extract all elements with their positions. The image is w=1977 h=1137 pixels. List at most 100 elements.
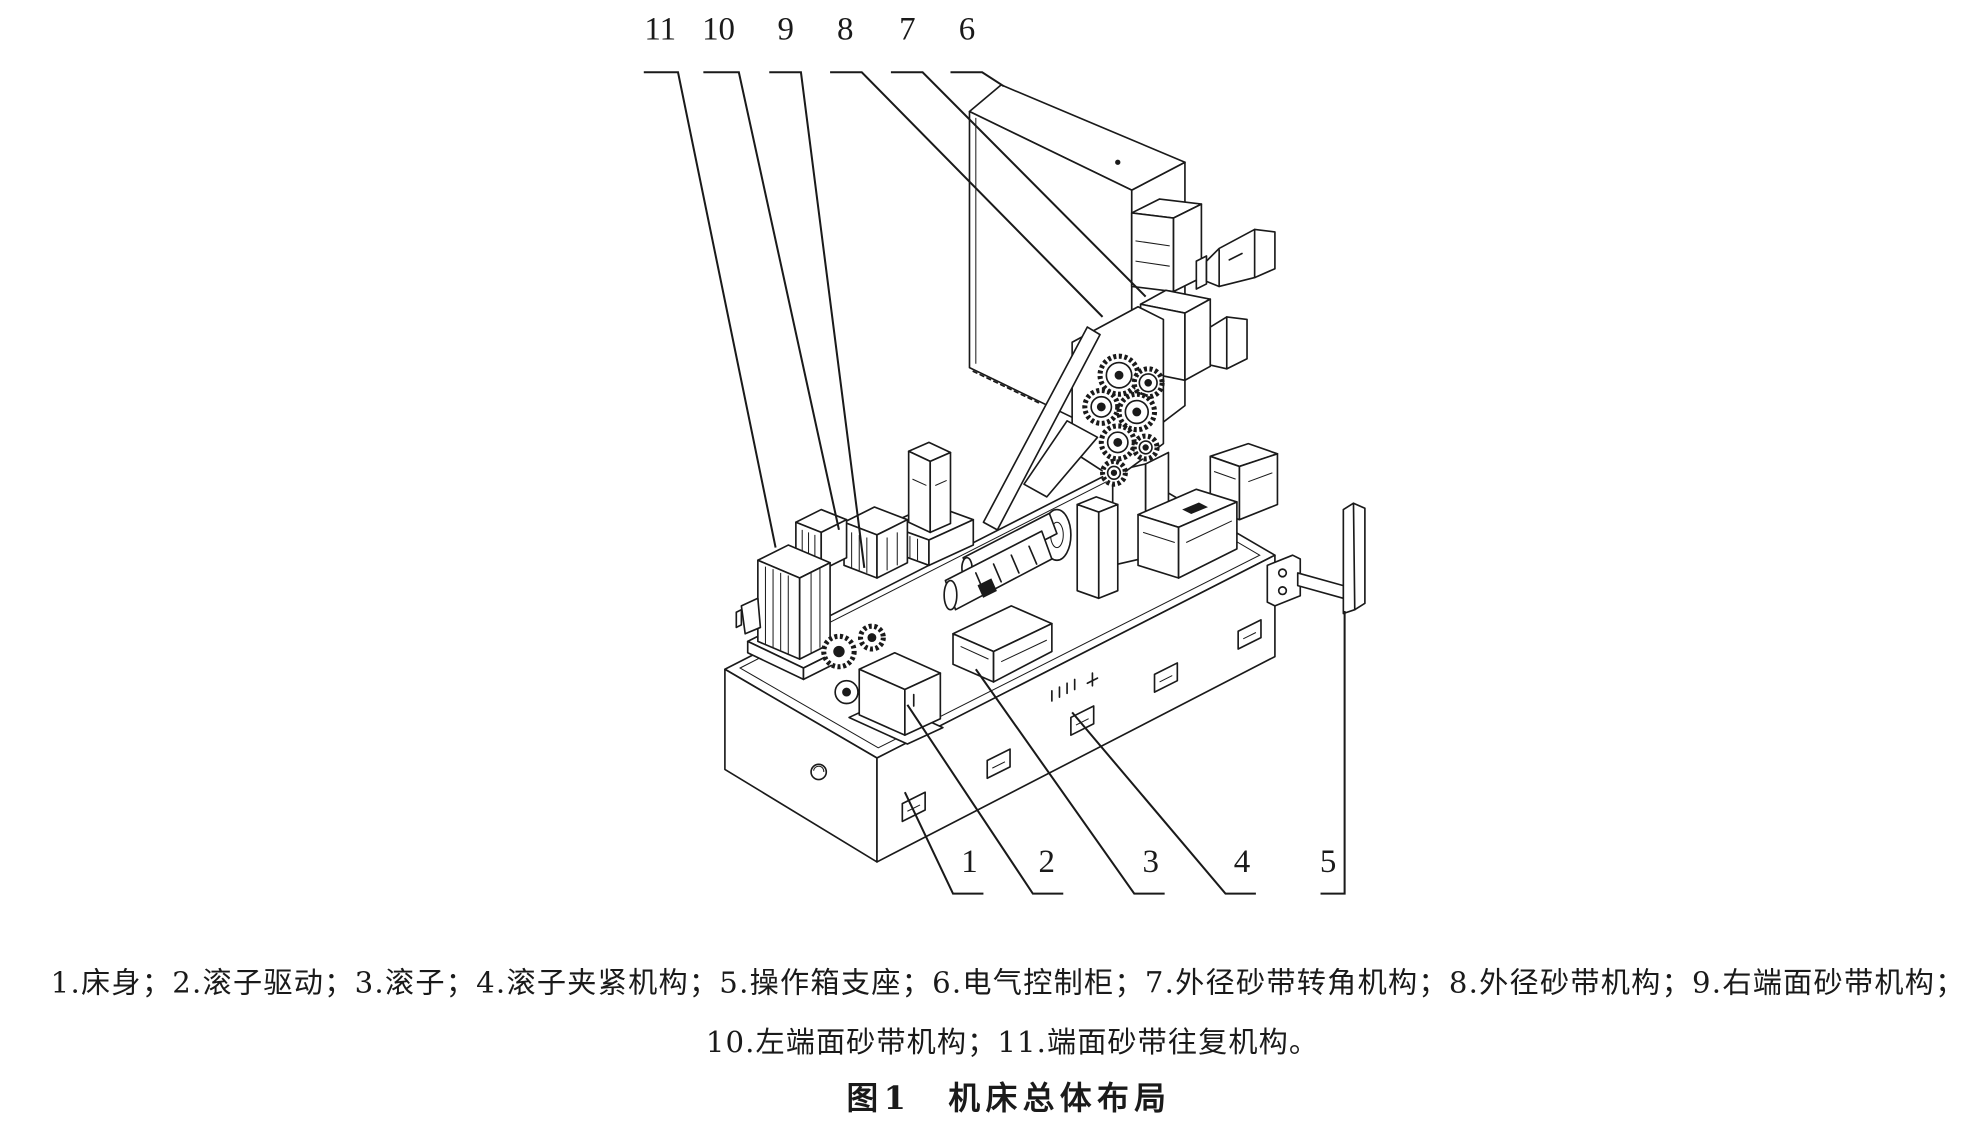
tower-stripes xyxy=(764,566,821,655)
unit-detail xyxy=(1213,471,1273,483)
gear-hub xyxy=(1096,402,1106,412)
leader-line-7 xyxy=(890,71,1147,298)
leader-lines xyxy=(643,71,1346,895)
nameplate-mark xyxy=(1051,672,1099,702)
pulley-hub xyxy=(833,645,845,658)
bed-nameplate xyxy=(1051,672,1099,702)
leader-line-8 xyxy=(830,71,1104,318)
gear-hub xyxy=(1132,407,1142,417)
callout-label-8: 8 xyxy=(837,11,853,47)
drive-box-side xyxy=(1184,298,1212,382)
post-front xyxy=(1076,503,1100,600)
clamp-side xyxy=(992,622,1053,683)
end-face-belt-reciprocating-unit xyxy=(735,544,843,681)
bed-end-port-detail xyxy=(813,765,825,773)
support-arm xyxy=(1296,572,1345,600)
unit-side xyxy=(876,518,909,579)
leader-line-11 xyxy=(643,71,777,548)
figure-caption: 1.床身；2.滚子驱动；3.滚子；4.滚子夹紧机构；5.操作箱支座；6.电气控制… xyxy=(51,965,1965,1117)
clamp-detail xyxy=(960,639,1048,663)
belt-arm-plate xyxy=(1023,420,1099,498)
bed-window xyxy=(901,791,926,823)
callout-label-1: 1 xyxy=(961,844,977,880)
callout-label-11: 11 xyxy=(644,11,676,47)
callout-labels: 11 10 9 8 7 6 1 2 3 4 5 xyxy=(644,11,1336,880)
leader-line-4 xyxy=(1071,711,1256,895)
abrasive-belt xyxy=(982,326,1101,531)
outer-belt-turning-mechanism xyxy=(1130,198,1276,293)
base-side xyxy=(928,518,975,567)
leader-line-6 xyxy=(950,71,1005,88)
drive-motor xyxy=(1209,316,1248,370)
figure-title: 图1 机床总体布局 xyxy=(847,1080,1166,1117)
bracket-bolt xyxy=(1277,568,1288,578)
roller-drive xyxy=(834,651,944,745)
leader-line-1 xyxy=(903,791,984,895)
gear xyxy=(1116,391,1158,433)
legend-line-1: 1.床身；2.滚子驱动；3.滚子；4.滚子夹紧机构；5.操作箱支座；6.电气控制… xyxy=(51,965,1965,999)
bed-window-detail xyxy=(907,632,1257,812)
bed-window xyxy=(1070,705,1095,737)
callout-label-9: 9 xyxy=(777,11,793,47)
support-post-edge xyxy=(1352,502,1356,611)
legend-line-2: 10.左端面砂带机构；11.端面砂带往复机构。 xyxy=(706,1025,1318,1059)
post-side xyxy=(1097,503,1119,600)
cabinet-vent xyxy=(972,370,1041,404)
callout-label-3: 3 xyxy=(1142,844,1158,880)
gear xyxy=(1131,366,1165,400)
roller-front-end xyxy=(943,579,958,611)
leader-line-2 xyxy=(906,704,1064,895)
drive-box-side xyxy=(904,672,942,737)
bed-window xyxy=(1153,662,1179,693)
gear-hub xyxy=(1144,379,1152,387)
bed-top-rim xyxy=(739,473,1261,749)
support-bracket xyxy=(1266,554,1302,607)
tower-bracket xyxy=(740,597,762,635)
tower-front xyxy=(757,559,801,660)
gear xyxy=(1082,387,1121,426)
rollers xyxy=(943,512,1058,611)
leader-line-10 xyxy=(703,71,840,531)
roller-clamp-unit xyxy=(952,605,1053,683)
operator-box-support xyxy=(1266,502,1366,615)
gear xyxy=(1098,423,1137,462)
unit-side xyxy=(1238,452,1279,521)
callout-label-4: 4 xyxy=(1234,844,1250,880)
end-face-pulleys xyxy=(821,623,886,670)
leader-line-9 xyxy=(769,71,866,568)
leader-line-5 xyxy=(1320,610,1346,895)
tall-block-side xyxy=(929,451,952,534)
right-end-face-belt-unit xyxy=(843,506,909,579)
cabinet-lock-icon xyxy=(1115,159,1121,165)
outer-belt-mechanism xyxy=(982,305,1165,531)
unit-side xyxy=(1177,501,1238,579)
bed-window xyxy=(1237,619,1262,650)
tower-bracket-tab xyxy=(735,608,743,629)
callout-label-5: 5 xyxy=(1320,844,1336,880)
callout-label-6: 6 xyxy=(959,11,975,47)
gear-hub xyxy=(1113,437,1123,447)
turning-motor-detail xyxy=(1218,228,1256,288)
roller-grooves xyxy=(975,545,1038,592)
leader-line-3 xyxy=(974,668,1165,895)
callout-label-7: 7 xyxy=(899,11,915,47)
turning-motor-flange xyxy=(1195,255,1208,290)
callout-label-2: 2 xyxy=(1039,844,1055,880)
gear-hub xyxy=(1142,444,1149,451)
roller-gear xyxy=(977,578,997,598)
unit-detail xyxy=(1142,520,1233,543)
center-left-unit xyxy=(886,441,975,567)
pulley-hub xyxy=(867,633,877,643)
tall-block-front xyxy=(907,450,932,534)
tall-block-detail xyxy=(912,478,947,486)
unit-stripes xyxy=(851,532,898,573)
turning-box-detail xyxy=(1135,240,1170,267)
callout-label-10: 10 xyxy=(702,11,735,47)
bed-window xyxy=(986,748,1011,780)
bracket-bolt xyxy=(1277,586,1288,596)
gear xyxy=(1100,458,1128,487)
gear xyxy=(1131,433,1160,462)
turning-motor xyxy=(1205,228,1276,288)
turning-box-front xyxy=(1130,212,1175,293)
